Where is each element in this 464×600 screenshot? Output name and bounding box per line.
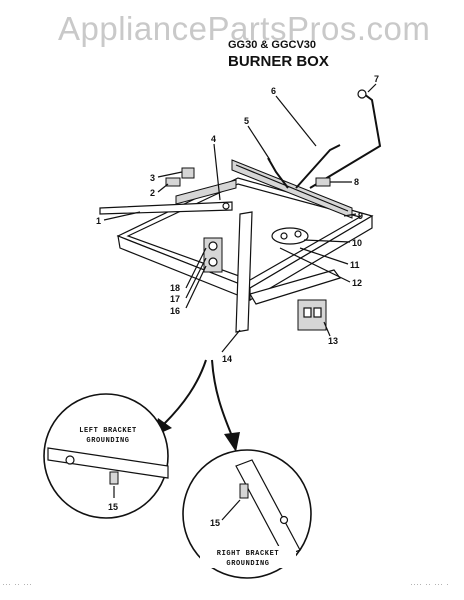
footer-right-mark: ···· ·· ··· ·: [410, 582, 449, 588]
burner-box-assembly: [99, 89, 382, 333]
clip-part-2: [165, 177, 181, 187]
orifice-plate: [271, 227, 309, 245]
detail-left-bracket-grounding: LEFT BRACKET GROUNDING 15: [43, 393, 169, 519]
leader-11: [299, 247, 349, 265]
callout-1: 1: [96, 216, 101, 226]
detail-right-ground-clip: [239, 483, 249, 499]
arrow-right-shaft: [211, 359, 233, 437]
detail-left-bracket: [47, 447, 169, 479]
callout-9: 9: [358, 211, 363, 221]
leader-1: [103, 211, 141, 221]
gas-tube-5: [267, 157, 289, 189]
callout-7: 7: [374, 74, 379, 84]
callout-16: 16: [170, 306, 180, 316]
leader-9: [343, 213, 357, 217]
detail-right-leader: [221, 499, 241, 521]
callout-3: 3: [150, 173, 155, 183]
callout-17: 17: [170, 294, 180, 304]
leader-18: [185, 247, 207, 289]
callout-13: 13: [328, 336, 338, 346]
callout-2: 2: [150, 188, 155, 198]
diagram-title: BURNER BOX: [228, 53, 329, 70]
leader-5: [247, 125, 271, 161]
leader-12: [279, 247, 351, 283]
detail-left-ground-clip: [109, 471, 119, 485]
callout-5: 5: [244, 116, 249, 126]
leader-lines: [103, 83, 377, 353]
valve-knob-upper: [208, 241, 218, 251]
detail-right-caption-1: RIGHT BRACKET: [217, 550, 279, 558]
back-rail-edge: [235, 164, 349, 212]
callout-18: 18: [170, 283, 180, 293]
lower-plate: [249, 269, 341, 305]
arrow-left-shaft: [163, 359, 207, 425]
leader-16: [185, 265, 207, 309]
leader-7: [367, 83, 377, 93]
orifice-left: [280, 232, 288, 240]
detail-left-part-number: 15: [108, 502, 118, 512]
connector-slot-right: [313, 307, 322, 318]
leader-3: [157, 171, 183, 178]
support-rod: [99, 201, 233, 215]
vertical-bracket: [235, 211, 253, 333]
detail-right-bracket-grounding: 15 RIGHT BRACKET GROUNDING: [182, 449, 312, 579]
leader-17: [185, 257, 207, 299]
clip-part-3: [181, 167, 195, 179]
gas-tube-7: [309, 93, 382, 189]
arrow-right-head: [224, 432, 240, 452]
tube-fitting-7: [357, 89, 367, 99]
leader-2: [157, 183, 169, 193]
callout-numbers: 1 2 3 4 5 6 7 8 9 10 11 12 13 14 16 17 1…: [96, 74, 379, 364]
back-rail: [231, 159, 353, 219]
watermark-text: AppliancePartsPros.com: [58, 10, 430, 47]
leader-4: [213, 143, 221, 201]
callout-4: 4: [211, 134, 216, 144]
callout-14: 14: [222, 354, 232, 364]
leader-14: [221, 329, 241, 353]
model-label: GG30 & GGCV30: [228, 39, 316, 51]
detail-left-caption-bg: [64, 424, 152, 446]
callout-10: 10: [352, 238, 362, 248]
callout-12: 12: [352, 278, 362, 288]
detail-right-screw: [279, 515, 289, 525]
orifice-right: [294, 230, 302, 238]
leader-6: [275, 95, 317, 147]
detail-right-caption-bg: [200, 546, 296, 568]
detail-right-part-number: 15: [210, 518, 220, 528]
callout-11: 11: [350, 260, 360, 270]
leader-10: [303, 239, 351, 243]
detail-right-caption-2: GROUNDING: [226, 560, 269, 568]
rod-end: [222, 202, 230, 210]
detail-left-caption-1: LEFT BRACKET: [79, 427, 137, 435]
left-bracket: [175, 179, 237, 205]
connector-slot-left: [303, 307, 312, 318]
callout-8: 8: [354, 177, 359, 187]
footer-left-mark: ··· ·· ···: [2, 582, 32, 588]
tray-side-wall: [249, 214, 373, 302]
connector-block: [297, 299, 327, 331]
detail-left-screw: [65, 455, 75, 465]
callout-6: 6: [271, 86, 276, 96]
detail-right-bracket: [235, 459, 301, 557]
detail-arrows: [154, 359, 240, 452]
leader-13: [323, 321, 331, 337]
gas-tube-6: [295, 144, 341, 189]
valve-knob-lower: [208, 257, 218, 267]
detail-left-caption-2: GROUNDING: [86, 437, 129, 445]
fitting-8: [315, 177, 331, 187]
